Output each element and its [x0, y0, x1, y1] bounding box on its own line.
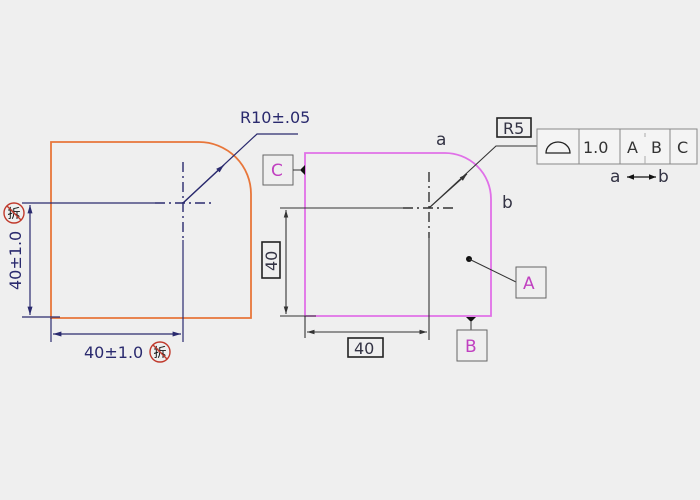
between-indicator: a b	[610, 167, 669, 187]
svg-text:1.0: 1.0	[583, 138, 608, 157]
left-radius-text: R10±.05	[240, 108, 310, 127]
label-b: b	[502, 193, 513, 213]
left-centerlines	[155, 162, 212, 240]
svg-text:B: B	[651, 138, 662, 157]
right-radius-leader	[428, 145, 538, 209]
left-extension-lines	[22, 202, 184, 342]
label-a: a	[436, 130, 446, 150]
left-view: 40±1.0 拆 40±1.0 拆 R10±.05	[3, 108, 310, 363]
right-extension-lines	[280, 207, 430, 340]
feature-control-frame: 1.0 A B C	[536, 128, 698, 165]
right-view: 40 40 R5 a b C A	[261, 117, 698, 362]
left-horizontal-dim-text: 40±1.0	[84, 343, 143, 362]
svg-text:R5: R5	[503, 119, 524, 138]
svg-text:A: A	[523, 274, 535, 294]
datum-c: C	[262, 154, 305, 186]
right-centerlines	[403, 172, 455, 238]
svg-text:b: b	[658, 167, 669, 187]
svg-text:40: 40	[262, 251, 281, 271]
svg-text:拆: 拆	[153, 346, 166, 361]
left-part-outline	[50, 141, 252, 319]
svg-text:A: A	[627, 138, 638, 157]
left-vertical-dim-text: 40±1.0	[6, 231, 25, 290]
svg-text:40: 40	[354, 339, 374, 358]
profile-of-a-line-icon	[545, 141, 571, 154]
svg-text:拆: 拆	[7, 207, 20, 222]
right-radius-basic: R5	[496, 117, 532, 138]
svg-text:C: C	[271, 161, 283, 181]
right-part-outline	[304, 152, 492, 317]
svg-text:B: B	[465, 337, 477, 357]
prohibited-stamp-icon: 拆	[3, 202, 25, 224]
prohibited-stamp-icon: 拆	[149, 341, 171, 363]
svg-text:a: a	[610, 167, 620, 187]
right-vertical-basic-dim: 40	[261, 241, 281, 279]
datum-b: B	[456, 317, 488, 362]
right-horizontal-basic-dim: 40	[347, 337, 384, 358]
datum-a: A	[466, 256, 547, 299]
svg-text:C: C	[677, 138, 688, 157]
